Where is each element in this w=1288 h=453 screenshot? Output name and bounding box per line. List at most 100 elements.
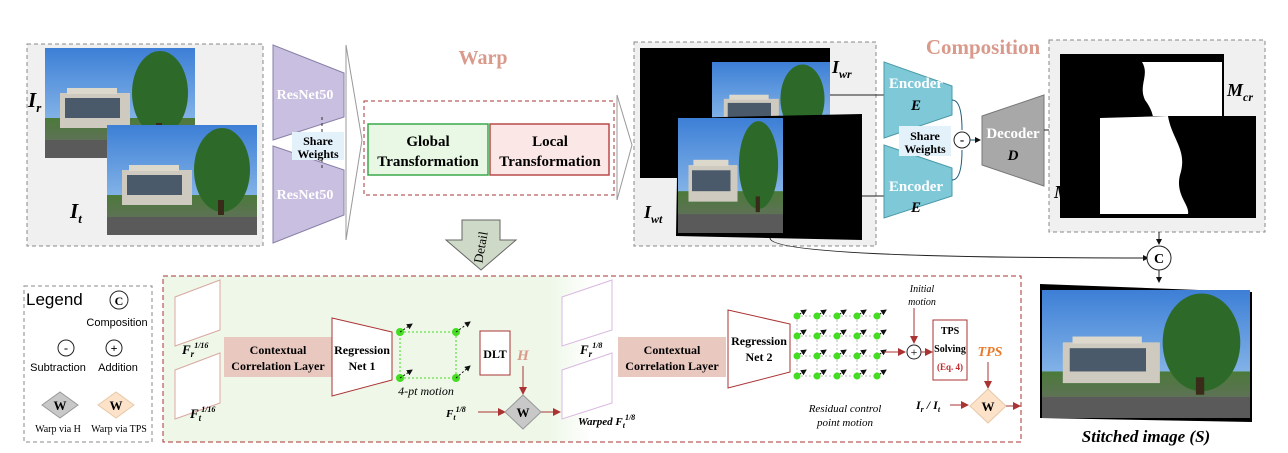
legend-warp-tps-icon: W	[110, 398, 123, 413]
svg-text:W: W	[982, 399, 995, 414]
global-transformation	[367, 123, 489, 176]
encoder-bottom	[883, 144, 953, 219]
legend-box	[23, 285, 153, 443]
warp-tps-node	[969, 388, 1007, 424]
resnet-bottom	[272, 145, 345, 244]
ccl-1	[224, 337, 332, 377]
svg-text:DLT: DLT	[483, 347, 507, 361]
encoder-top	[883, 61, 953, 139]
svg-text:-: -	[960, 132, 964, 147]
stitched-label: Stitched image (S)	[1082, 427, 1210, 446]
control-point	[793, 352, 801, 360]
global-label-1: Global	[406, 134, 449, 150]
control-point	[813, 372, 821, 380]
global-label-2: Transformation	[377, 154, 479, 170]
dlt-box	[479, 330, 511, 376]
control-point	[833, 352, 841, 360]
control-point	[833, 372, 841, 380]
svg-text:TPS: TPS	[941, 326, 960, 337]
local-transformation	[489, 123, 610, 176]
target-image	[107, 125, 257, 235]
label-residual-1: Residual control	[808, 403, 882, 415]
control-point	[813, 312, 821, 320]
regression-net-1	[331, 317, 393, 397]
control-point	[793, 372, 801, 380]
legend-title: Legend	[26, 290, 83, 309]
legend-composition: Composition	[86, 317, 147, 329]
share-label-1: Share	[303, 134, 333, 148]
local-label-1: Local	[532, 134, 568, 150]
stitched-image	[1040, 284, 1252, 422]
svg-text:Regression: Regression	[334, 343, 390, 357]
label-iwr: Iwr	[831, 57, 852, 81]
legend-subtraction: Subtraction	[30, 362, 86, 374]
control-point	[873, 372, 881, 380]
composition-title: Composition	[926, 35, 1041, 59]
svg-text:Regression: Regression	[731, 334, 787, 348]
svg-text:Correlation Layer: Correlation Layer	[231, 359, 325, 373]
share-weights-warp	[292, 132, 344, 160]
transform-box	[363, 100, 615, 196]
svg-text:Contextual: Contextual	[250, 343, 307, 357]
control-point	[813, 332, 821, 340]
local-label-2: Transformation	[499, 154, 601, 170]
svg-text:C: C	[1154, 252, 1164, 267]
share-weights-comp	[899, 126, 951, 156]
warp-h-node	[504, 394, 542, 430]
encoder-top-label: Encoder	[889, 76, 944, 92]
encoder-top-e: E	[910, 98, 921, 114]
decoder-label: Decoder	[986, 126, 1040, 142]
comp-share-2: Weights	[904, 142, 946, 156]
encoder-bottom-label: Encoder	[889, 179, 944, 195]
control-point	[833, 332, 841, 340]
resnet-bottom-label: ResNet50	[277, 188, 334, 203]
label-mct: Mct	[1053, 182, 1079, 206]
label-residual-2: point motion	[816, 417, 873, 429]
label-tps: TPS	[978, 345, 1003, 360]
regression-net-2	[727, 309, 791, 389]
svg-text:Net 2: Net 2	[746, 350, 773, 364]
control-point	[813, 352, 821, 360]
share-label-2: Weights	[297, 147, 339, 161]
legend-warp-h: Warp via H	[35, 424, 81, 435]
warp-output-chevron	[616, 94, 633, 201]
legend-warp-tps: Warp via TPS	[91, 424, 147, 435]
decoder	[981, 94, 1045, 187]
svg-text:+: +	[111, 341, 118, 355]
warp-bracket	[345, 44, 363, 241]
tps-solving-box	[932, 319, 968, 381]
svg-text:Detail: Detail	[470, 230, 490, 264]
control-point-grid	[793, 309, 887, 380]
detail-arrow: Detail	[444, 219, 518, 271]
label-fr8: Fr1/8	[579, 341, 602, 359]
label-initial-1: Initial	[909, 284, 935, 295]
legend-addition: Addition	[98, 362, 138, 374]
control-point	[793, 332, 801, 340]
control-point	[853, 372, 861, 380]
svg-text:W: W	[517, 405, 530, 420]
control-point	[853, 352, 861, 360]
label-mcr: Mcr	[1226, 80, 1253, 104]
svg-text:Contextual: Contextual	[644, 343, 701, 357]
label-ir-it: Ir / It	[915, 398, 941, 414]
control-point	[873, 332, 881, 340]
control-point	[853, 312, 861, 320]
label-ft16: Ft1/16	[189, 405, 215, 423]
control-point	[833, 312, 841, 320]
svg-text:Solving: Solving	[934, 344, 966, 355]
svg-text:-: -	[64, 341, 68, 355]
svg-text:(Eq. 4): (Eq. 4)	[937, 362, 963, 372]
label-h: H	[516, 348, 530, 364]
control-point	[873, 312, 881, 320]
label-fr16: Fr1/16	[181, 341, 208, 359]
svg-text:+: +	[911, 345, 918, 359]
svg-text:Net 1: Net 1	[349, 359, 376, 373]
legend-c-icon: C	[115, 294, 124, 308]
label-ft8-input: Ft1/8	[445, 405, 466, 422]
comp-share-1: Share	[910, 129, 940, 143]
control-point	[793, 312, 801, 320]
label-it: It	[69, 199, 82, 226]
svg-text:Correlation Layer: Correlation Layer	[625, 359, 719, 373]
warped-target-photo	[678, 118, 783, 233]
